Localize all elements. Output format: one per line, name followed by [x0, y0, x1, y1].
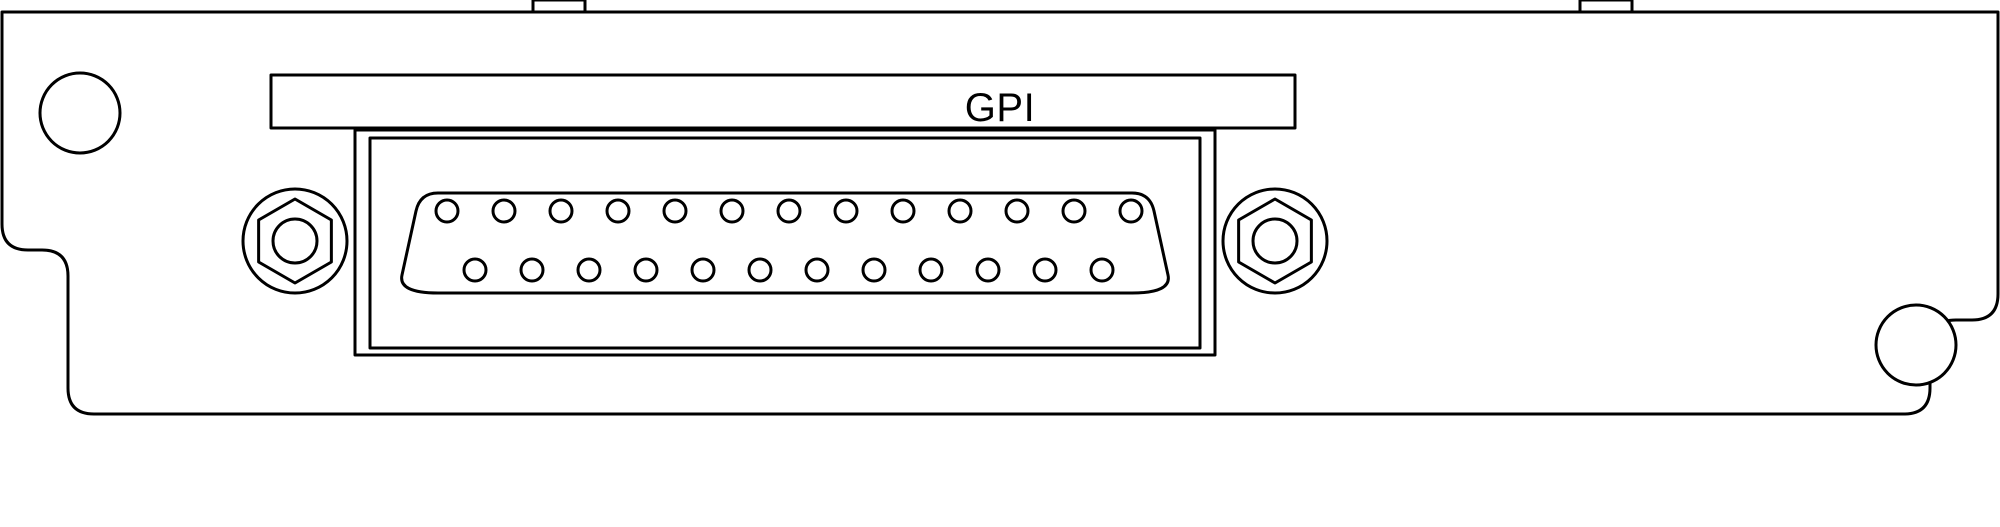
connector-pin — [690, 257, 716, 283]
connector-pin — [1118, 198, 1144, 224]
connector-pin — [747, 257, 773, 283]
connector-pin — [519, 257, 545, 283]
connector-pin — [1089, 257, 1115, 283]
connector-pin — [1032, 257, 1058, 283]
connector-pin — [804, 257, 830, 283]
gpi-label-bar — [269, 73, 1297, 130]
connector-pin — [918, 257, 944, 283]
connector-pin — [1061, 198, 1087, 224]
connector-pin — [1004, 198, 1030, 224]
connector-pin — [633, 257, 659, 283]
connector-pin — [776, 198, 802, 224]
connector-pin — [890, 198, 916, 224]
connector-pin — [975, 257, 1001, 283]
connector-pin — [491, 198, 517, 224]
connector-pin — [833, 198, 859, 224]
connector-pin — [434, 198, 460, 224]
connector-pin — [548, 198, 574, 224]
hex-nut-right-bore — [1251, 217, 1299, 265]
top-tab-left — [531, 0, 587, 14]
hex-nut-left-bore — [271, 217, 319, 265]
mounting-hole-upper-left — [38, 71, 122, 155]
connector-pin — [576, 257, 602, 283]
connector-pin — [462, 257, 488, 283]
connector-pin — [719, 198, 745, 224]
connector-pin — [861, 257, 887, 283]
connector-pin — [605, 198, 631, 224]
mounting-hole-lower-right — [1874, 303, 1958, 387]
connector-pin — [662, 198, 688, 224]
connector-pin — [947, 198, 973, 224]
top-tab-right — [1578, 0, 1634, 14]
